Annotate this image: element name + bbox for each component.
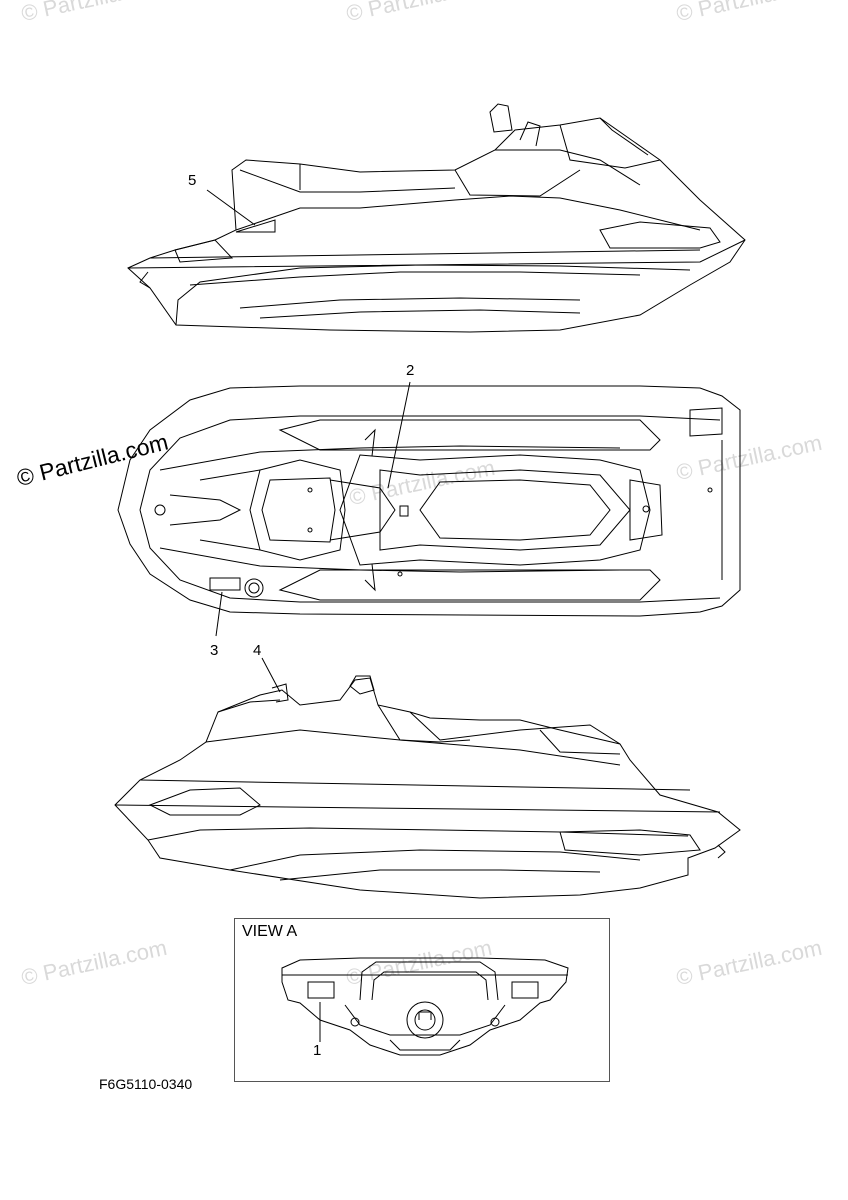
callout-5: 5 [188,172,197,189]
view-a-label: VIEW A [242,923,298,940]
callout-1: 1 [313,1042,322,1059]
top-view [117,385,741,617]
callout-4: 4 [253,642,262,659]
view-a-drawing [281,957,569,1056]
figure-code: F6G5110-0340 [99,1076,193,1092]
side-view-bottom [114,675,741,899]
callout-2: 2 [406,362,415,379]
side-view-top [127,103,746,333]
leader-lines [206,189,411,1042]
view-a-box: VIEW A [234,918,610,1082]
callout-3: 3 [210,642,219,659]
